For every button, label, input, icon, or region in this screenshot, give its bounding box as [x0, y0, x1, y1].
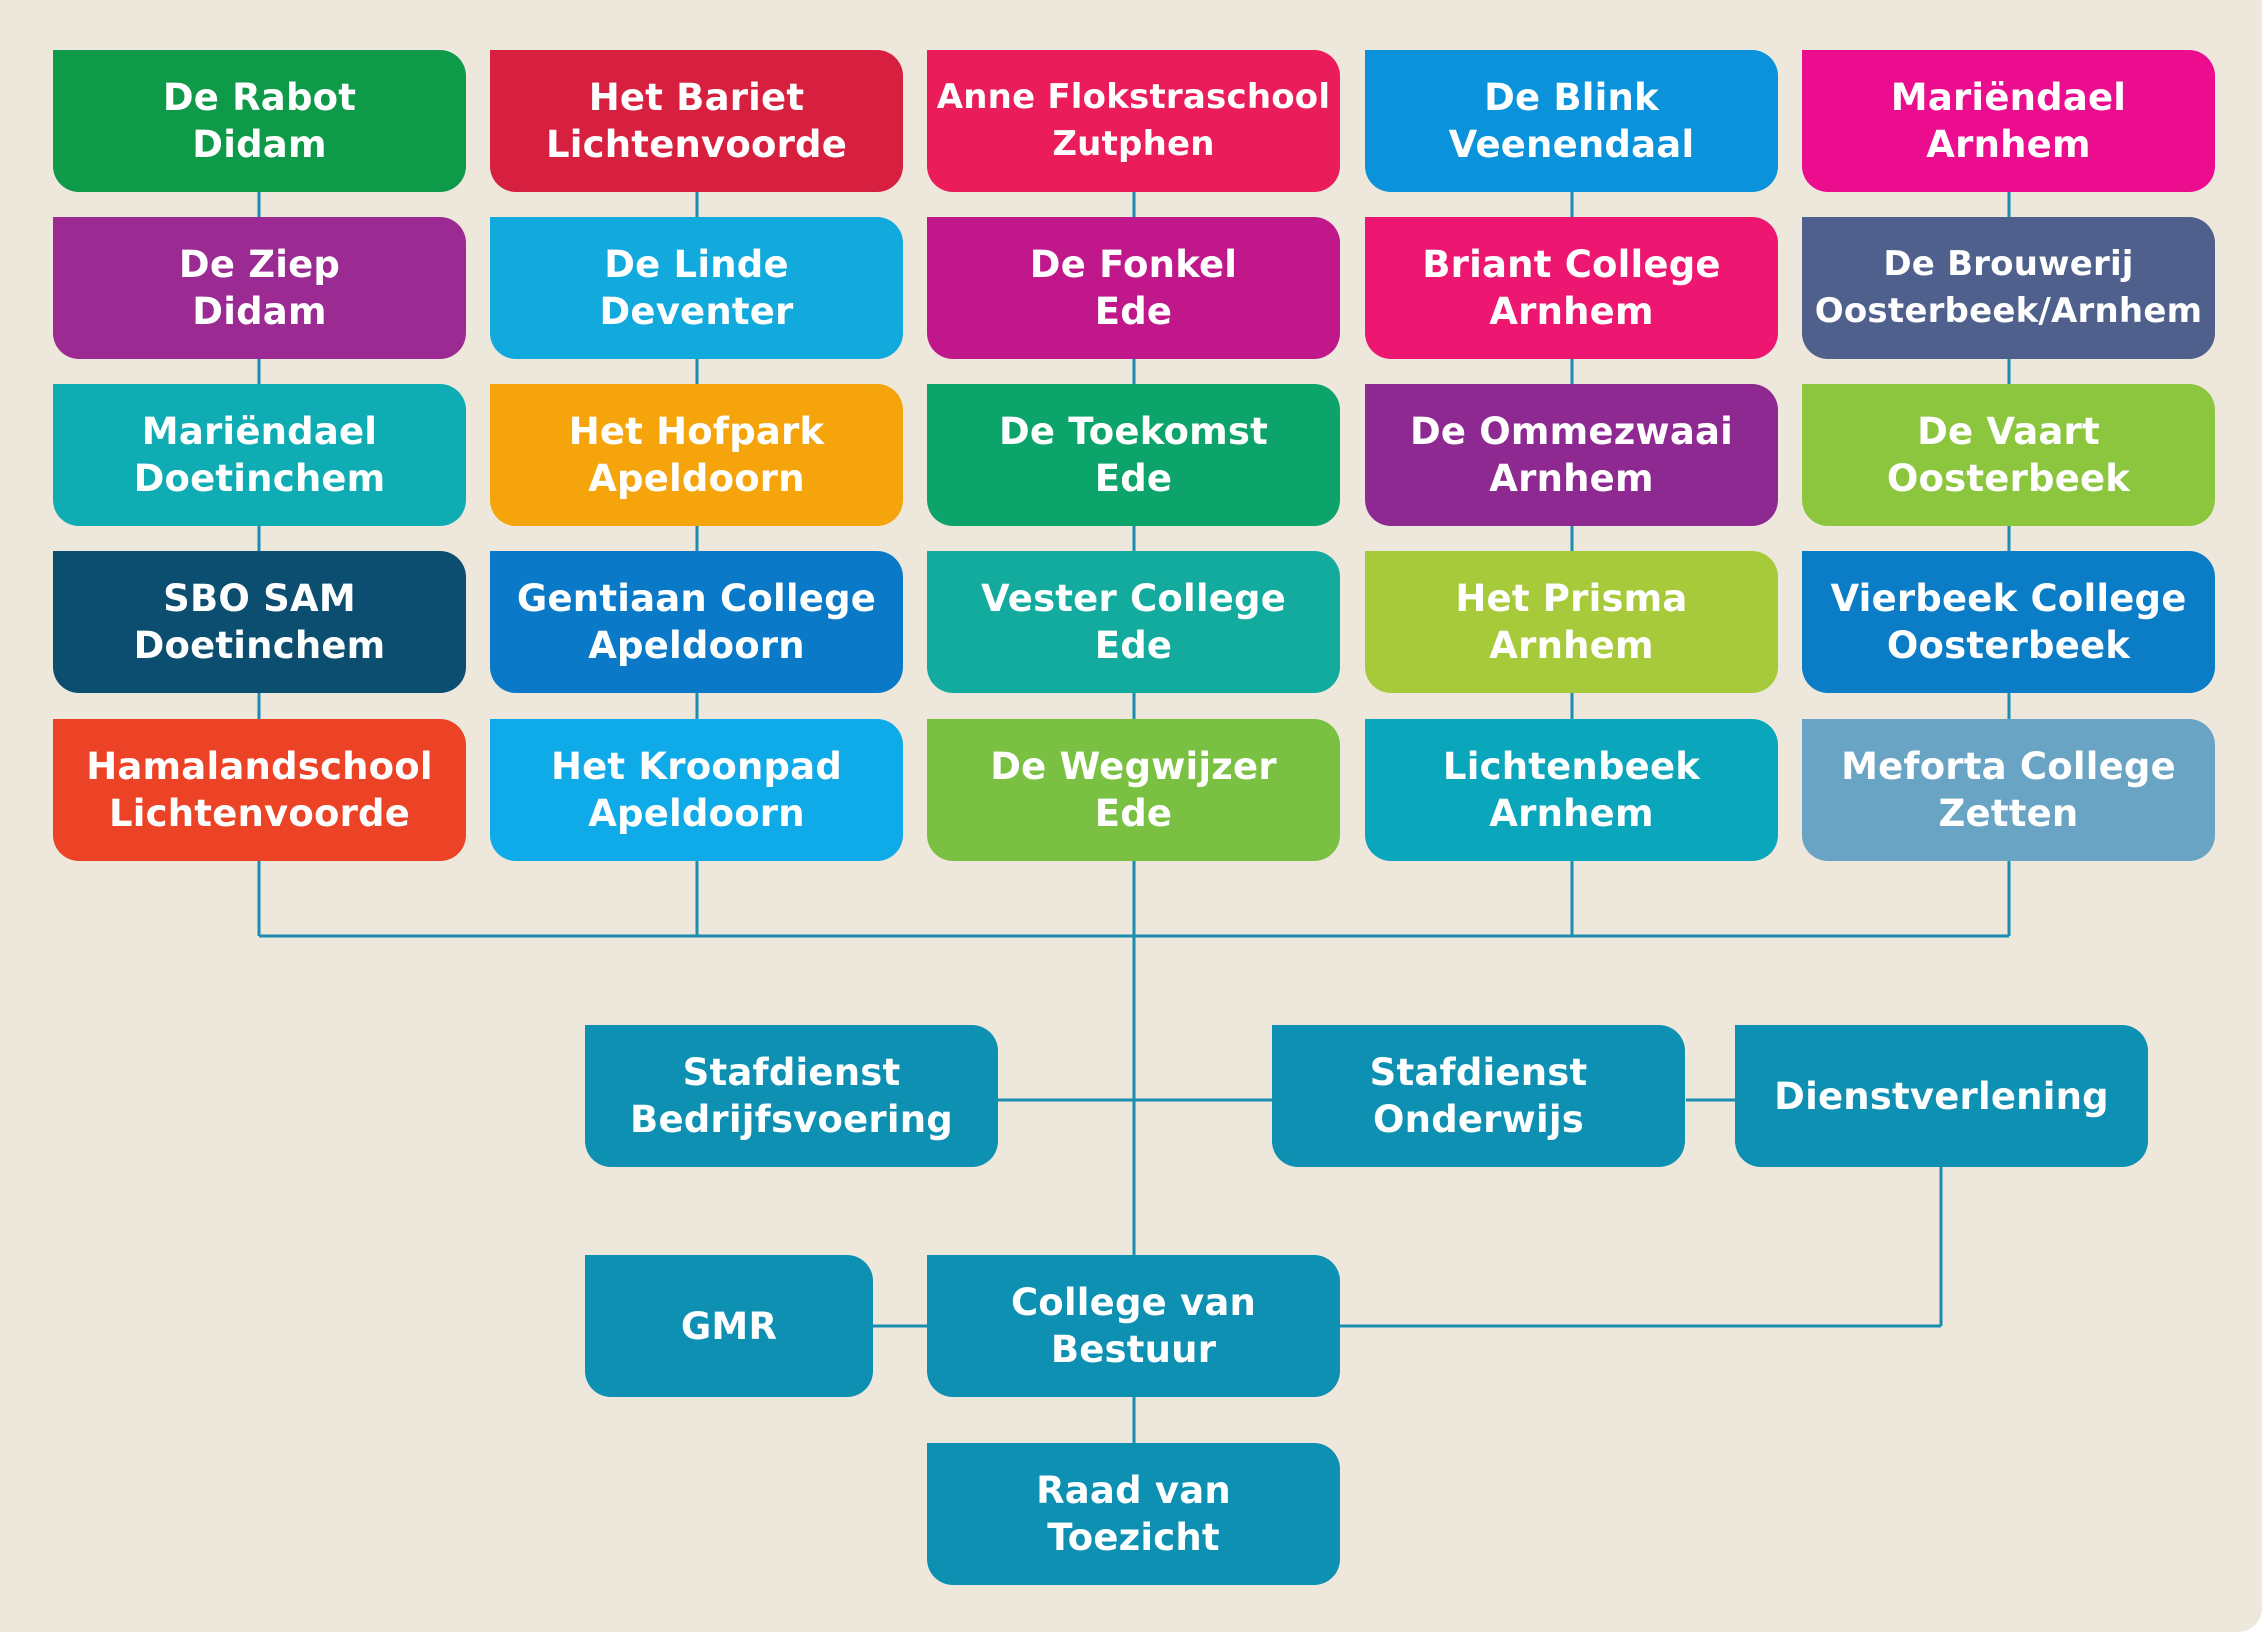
node-label-line2: Toezicht: [1047, 1516, 1220, 1559]
node-label-line2: Bedrijfsvoering: [630, 1098, 953, 1141]
school-city: Doetinchem: [133, 457, 386, 500]
school-de-blink: De Blink Veenendaal: [1365, 50, 1778, 192]
school-lichtenbeek: Lichtenbeek Arnhem: [1365, 719, 1778, 861]
school-het-kroonpad: Het Kroonpad Apeldoorn: [490, 719, 903, 861]
raad-van-toezicht: Raad van Toezicht: [927, 1443, 1340, 1585]
school-city: Oosterbeek: [1886, 624, 2131, 667]
school-city: Arnhem: [1489, 457, 1654, 500]
school-name: Mariëndael: [141, 410, 378, 453]
school-name: Vierbeek College: [1830, 577, 2187, 620]
school-city: Lichtenvoorde: [545, 123, 848, 166]
school-name: Vester College: [980, 577, 1287, 620]
school-de-linde: De Linde Deventer: [490, 217, 903, 359]
school-city: Arnhem: [1926, 123, 2091, 166]
school-briant-college: Briant College Arnhem: [1365, 217, 1778, 359]
school-mariendael-arnhem: Mariëndael Arnhem: [1802, 50, 2215, 192]
school-name: De Vaart: [1917, 410, 2100, 453]
school-name: SBO SAM: [163, 577, 356, 620]
school-de-fonkel: De Fonkel Ede: [927, 217, 1340, 359]
school-name: De Rabot: [162, 76, 357, 119]
gmr: GMR: [585, 1255, 873, 1397]
school-city: Arnhem: [1489, 624, 1654, 667]
school-city: Arnhem: [1489, 290, 1654, 333]
school-vierbeek-college: Vierbeek College Oosterbeek: [1802, 551, 2215, 693]
school-city: Deventer: [599, 290, 794, 333]
school-de-wegwijzer: De Wegwijzer Ede: [927, 719, 1340, 861]
node-label-line1: College van: [1010, 1281, 1257, 1324]
school-name: Het Bariet: [588, 76, 805, 119]
node-label-line1: GMR: [680, 1304, 778, 1348]
school-city: Doetinchem: [133, 624, 386, 667]
stafdienst-bedrijfsvoering: Stafdienst Bedrijfsvoering: [585, 1025, 998, 1167]
school-name: Het Prisma: [1455, 577, 1688, 620]
school-name: De Wegwijzer: [990, 745, 1277, 788]
school-name: De Fonkel: [1029, 243, 1238, 286]
school-name: Mariëndael: [1890, 76, 2127, 119]
school-name: De Blink: [1484, 76, 1659, 119]
school-city: Didam: [192, 290, 327, 333]
school-city: Veenendaal: [1448, 123, 1695, 166]
school-city: Apeldoorn: [588, 792, 805, 835]
school-de-vaart: De Vaart Oosterbeek: [1802, 384, 2215, 526]
school-city: Lichtenvoorde: [108, 792, 411, 835]
school-de-ommezwaai: De Ommezwaai Arnhem: [1365, 384, 1778, 526]
node-label-line1: Dienstverlening: [1774, 1074, 2109, 1118]
school-de-toekomst: De Toekomst Ede: [927, 384, 1340, 526]
school-name: Meforta College: [1841, 745, 2176, 788]
school-name: Briant College: [1422, 243, 1721, 286]
school-name: Hamalandschool: [86, 745, 433, 788]
school-het-hofpark: Het Hofpark Apeldoorn: [490, 384, 903, 526]
school-name: De Linde: [604, 243, 789, 286]
school-het-bariet: Het Bariet Lichtenvoorde: [490, 50, 903, 192]
school-de-rabot: De Rabot Didam: [53, 50, 466, 192]
school-name: De Brouwerij: [1883, 244, 2134, 284]
node-label-line2: Onderwijs: [1373, 1098, 1584, 1141]
node-label-line1: Raad van: [1036, 1469, 1231, 1512]
school-name: Lichtenbeek: [1442, 745, 1701, 788]
college-van-bestuur: College van Bestuur: [927, 1255, 1340, 1397]
school-city: Oosterbeek/Arnhem: [1814, 291, 2203, 331]
school-name: Het Hofpark: [568, 410, 825, 453]
school-city: Apeldoorn: [588, 457, 805, 500]
school-meforta-college: Meforta College Zetten: [1802, 719, 2215, 861]
school-sbo-sam: SBO SAM Doetinchem: [53, 551, 466, 693]
school-de-brouwerij: De Brouwerij Oosterbeek/Arnhem: [1802, 217, 2215, 359]
school-name: Anne Flokstraschool: [936, 77, 1331, 117]
school-mariendael-doetinchem: Mariëndael Doetinchem: [53, 384, 466, 526]
dienstverlening: Dienstverlening: [1735, 1025, 2148, 1167]
school-city: Arnhem: [1489, 792, 1654, 835]
school-name: Gentiaan College: [516, 577, 877, 620]
school-gentiaan-college: Gentiaan College Apeldoorn: [490, 551, 903, 693]
school-city: Apeldoorn: [588, 624, 805, 667]
school-name: Het Kroonpad: [550, 745, 843, 788]
node-label-line1: Stafdienst: [1369, 1051, 1588, 1094]
stafdienst-onderwijs: Stafdienst Onderwijs: [1272, 1025, 1685, 1167]
school-city: Ede: [1094, 457, 1173, 500]
school-city: Ede: [1094, 290, 1173, 333]
school-city: Ede: [1094, 792, 1173, 835]
school-city: Ede: [1094, 624, 1173, 667]
school-anne-flokstraschool: Anne Flokstraschool Zutphen: [927, 50, 1340, 192]
node-label-line2: Bestuur: [1050, 1328, 1217, 1371]
school-city: Zetten: [1938, 792, 2079, 835]
school-name: De Ziep: [178, 243, 341, 286]
school-de-ziep: De Ziep Didam: [53, 217, 466, 359]
school-city: Oosterbeek: [1886, 457, 2131, 500]
school-het-prisma: Het Prisma Arnhem: [1365, 551, 1778, 693]
school-city: Didam: [192, 123, 327, 166]
school-city: Zutphen: [1052, 124, 1215, 164]
school-vester-college: Vester College Ede: [927, 551, 1340, 693]
school-hamalandschool: Hamalandschool Lichtenvoorde: [53, 719, 466, 861]
school-name: De Ommezwaai: [1409, 410, 1734, 453]
node-label-line1: Stafdienst: [682, 1051, 901, 1094]
school-name: De Toekomst: [998, 410, 1269, 453]
